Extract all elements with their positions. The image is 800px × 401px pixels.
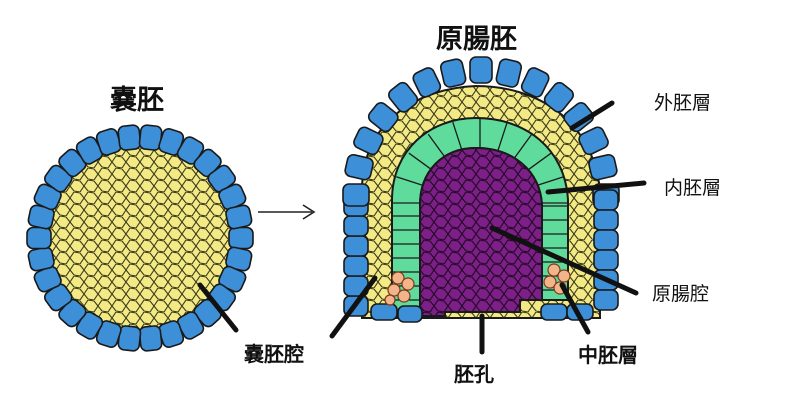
- endoderm-cell-border: [497, 121, 508, 151]
- endoderm-cell-border: [396, 176, 426, 187]
- ectoderm-cell: [26, 226, 52, 250]
- title-gastrula: 原腸胚: [436, 24, 517, 55]
- ectoderm-cell: [540, 303, 568, 321]
- blastula: [26, 124, 254, 352]
- pointer-mesoderm: [559, 282, 591, 335]
- pointer-endoderm: [545, 180, 647, 195]
- mesoderm-cluster-left: [384, 271, 415, 306]
- label-blastopore: 胚孔: [454, 362, 494, 386]
- ectoderm-cell: [593, 229, 619, 251]
- label-blastocoel: 嚢胚腔: [243, 342, 304, 366]
- pointer-ectoderm: [569, 100, 615, 131]
- ectoderm-cell: [593, 189, 619, 211]
- ectoderm-cell: [578, 126, 609, 156]
- ectoderm-cell: [138, 325, 163, 352]
- gastrula-ectoderm-ring: [342, 56, 620, 323]
- pointer-blastocoel: [197, 282, 239, 333]
- ectoderm-cell: [593, 209, 619, 231]
- ectoderm-cell: [520, 67, 550, 98]
- ectoderm-cell: [588, 153, 618, 181]
- pointer-blastocoel-2: [329, 275, 378, 339]
- ectoderm-cell: [367, 102, 399, 133]
- ectoderm-cell: [27, 246, 55, 272]
- endoderm-cell-border: [526, 152, 552, 172]
- label-archenteron: 原腸腔: [652, 283, 709, 305]
- ectoderm-cell: [495, 58, 523, 88]
- ectoderm-cell: [343, 235, 369, 257]
- pointer-archenteron: [489, 225, 639, 296]
- ectoderm-cell: [225, 204, 253, 230]
- ectoderm-cell: [593, 249, 619, 271]
- pointer-lines: [197, 100, 647, 355]
- label-ectoderm: 外胚層: [654, 92, 711, 114]
- ectoderm-cell: [370, 303, 398, 321]
- ectoderm-cell: [344, 153, 374, 181]
- endoderm-cell-border: [408, 152, 434, 172]
- right-arrow-icon: [258, 204, 316, 220]
- blastula-ectoderm-ring: [26, 124, 254, 352]
- gastrula: [342, 56, 620, 323]
- ectoderm-cell: [353, 126, 384, 156]
- ectoderm-cell: [397, 305, 423, 323]
- title-blastula: 嚢胚: [109, 85, 164, 116]
- ectoderm-cell: [563, 102, 595, 133]
- gastrula-archenteron: [419, 146, 543, 317]
- ectoderm-cell: [439, 58, 467, 88]
- ectoderm-cell: [343, 255, 369, 277]
- endoderm-cell-border: [534, 176, 564, 187]
- ectoderm-cell: [117, 124, 142, 151]
- label-endoderm: 内胚層: [664, 177, 721, 199]
- ectoderm-cell: [388, 81, 419, 113]
- ectoderm-cell: [342, 183, 370, 207]
- ectoderm-cell: [469, 56, 493, 84]
- endoderm-cell-border: [452, 121, 463, 151]
- ectoderm-cell: [228, 226, 254, 250]
- ectoderm-cell: [543, 81, 574, 113]
- label-mesoderm: 中胚層: [578, 343, 638, 367]
- endoderm-cell-border: [513, 133, 533, 159]
- ectoderm-cell: [343, 215, 369, 237]
- ectoderm-cell: [412, 67, 442, 98]
- ectoderm-cell: [593, 289, 619, 311]
- endoderm-cell-border: [427, 133, 447, 159]
